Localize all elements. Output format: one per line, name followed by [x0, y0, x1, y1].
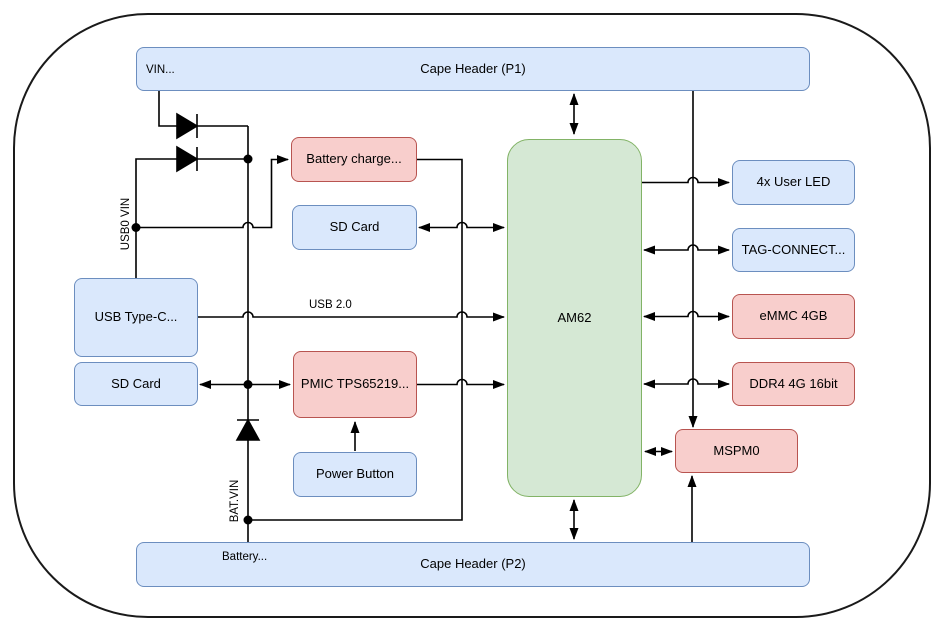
battery-label: Battery...: [222, 551, 268, 563]
usb0-vin-label: USB0 VIN: [120, 197, 132, 251]
bat-vin-label: BAT.VIN: [229, 479, 241, 523]
battery-charger-label: Battery charge...: [306, 151, 402, 167]
vin-label: VIN...: [146, 64, 175, 76]
cape-header-p1-label: Cape Header (P1): [420, 60, 526, 76]
am62-label: AM62: [557, 309, 592, 325]
sd-card-left-box: SD Card: [74, 362, 198, 406]
ddr4-label: DDR4 4G 16bit: [749, 375, 838, 391]
cape-header-p1-box: Cape Header (P1): [136, 47, 810, 91]
wire-usb0-to-charger: [136, 155, 289, 229]
usb-type-c-label: USB Type-C...: [94, 309, 178, 325]
usb2-label: USB 2.0: [309, 299, 352, 311]
user-led-box: 4x User LED: [732, 160, 855, 205]
tag-connect-box: TAG-CONNECT...: [732, 228, 855, 272]
wire-usb2: [198, 311, 505, 322]
wire-am62-led: [642, 176, 730, 187]
mspm0-label: MSPM0: [713, 442, 760, 458]
wire-am62-emmc: [643, 310, 730, 321]
pmic-box: PMIC TPS65219...: [293, 351, 417, 418]
user-led-label: 4x User LED: [756, 174, 831, 190]
sd-card-left-label: SD Card: [111, 375, 161, 391]
power-button-box: Power Button: [293, 452, 417, 497]
emmc-label: eMMC 4GB: [759, 308, 828, 324]
diode-battery-icon: [235, 418, 261, 441]
pmic-label: PMIC TPS65219...: [300, 376, 410, 392]
cape-header-p2-box: Cape Header (P2): [136, 542, 810, 587]
sd-card-top-label: SD Card: [329, 219, 380, 235]
ddr4-box: DDR4 4G 16bit: [732, 362, 855, 406]
usb-type-c-box: USB Type-C...: [74, 278, 198, 357]
wire-charger-loop: [250, 158, 463, 521]
am62-box: AM62: [507, 139, 642, 497]
battery-charger-box: Battery charge...: [291, 137, 417, 182]
sd-card-top-box: SD Card: [292, 205, 417, 250]
wire-vin-drop: [158, 91, 248, 127]
board-outline: [13, 13, 931, 618]
diode-usb0-icon: [176, 145, 199, 173]
diode-vin-icon: [176, 112, 199, 140]
wire-pmic-am62: [417, 378, 505, 389]
emmc-box: eMMC 4GB: [732, 294, 855, 339]
wire-am62-tag: [643, 244, 730, 255]
cape-header-p2-label: Cape Header (P2): [420, 556, 526, 572]
wire-usb0-riser: [135, 158, 248, 278]
power-button-label: Power Button: [315, 466, 395, 482]
wire-am62-ddr4: [643, 378, 730, 389]
mspm0-box: MSPM0: [675, 429, 798, 473]
tag-connect-label: TAG-CONNECT...: [741, 241, 846, 257]
junction-dots: [131, 154, 253, 525]
